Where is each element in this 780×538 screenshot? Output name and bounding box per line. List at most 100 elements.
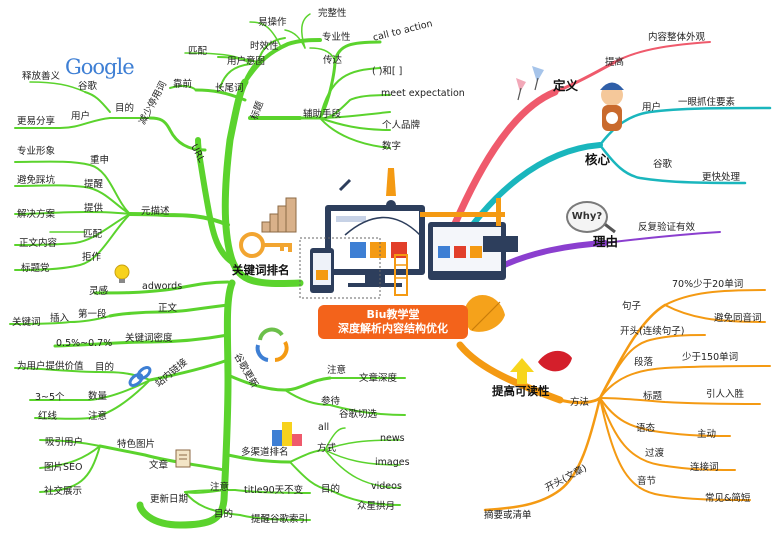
node-zhongshen: 重申 [90,155,110,166]
center-banner: Biu教学堂 深度解析内容结构优化 [318,305,468,339]
node-yonghu-url: 用户 [71,111,91,122]
node-juzi-b: 避免同音词 [714,313,762,324]
node-shendu: 文章深度 [359,373,398,384]
node-root-keyword-rank: 关键词排名 [232,263,290,277]
node-yonghuyitu: 用户意图 [227,56,266,67]
node-zhaiyao: 摘要或清单 [484,510,532,521]
node-wanzhengxing: 完整性 [318,8,347,19]
node-diyiduan: 第一段 [78,309,107,320]
node-yinjie: 音节 [637,476,657,487]
node-tese: 特色图片 [117,439,156,450]
node-guqie: 谷歌切选 [339,409,378,420]
node-kaitou: 开头(连续句子) [620,326,685,337]
node-zhuanye: 专业形象 [17,146,56,157]
node-liyou: 理由 [593,234,619,249]
node-shejiao: 社交展示 [44,486,83,497]
node-videos: videos [371,481,402,492]
node-changweici: 长尾词 [215,83,244,94]
node-guge-url: 谷歌 [78,81,98,92]
node-yutai: 语态 [636,423,656,434]
node-gengkuai: 更快处理 [702,172,741,183]
node-shifang: 释放善义 [22,71,61,82]
lightbulb-icon [114,264,130,283]
node-zhuanyexing: 专业性 [322,32,351,43]
node-yicaozuo: 易操作 [258,17,287,28]
node-tigao: 提高 [605,57,625,68]
node-duanluo-a: 少于150单词 [682,352,739,363]
node-zhengwen: 正文 [158,303,178,314]
node-dingyi: 定义 [553,78,579,93]
person-icon [600,82,624,131]
node-jiejue: 解决方案 [17,209,56,220]
node-shuzi: 数字 [382,141,402,152]
node-xiyin: 吸引用户 [45,437,84,448]
node-zhengwenneirong: 正文内容 [19,238,58,249]
node-yiyan-zhuazhu: 一眼抓住要素 [678,97,736,108]
node-title90: title90天不变 [244,485,304,496]
node-midu-value: 0.5%~0.7% [56,338,113,349]
node-chuanda: 传达 [323,55,343,66]
pushpin-icon [516,66,544,101]
node-juzuo: 拒作 [82,252,102,263]
node-guanjianci: 关键词 [12,317,41,328]
node-hexin-google: 谷歌 [653,159,673,170]
node-tigong: 提供 [84,203,104,214]
node-jiazhi: 为用户提供价值 [17,361,84,372]
node-all: all [318,422,330,433]
node-fuzhu: 辅助手段 [303,109,342,120]
node-mudi-d: 目的 [321,484,341,495]
node-linggan: 灵感 [89,286,109,297]
node-pipei-y: 匹配 [83,229,103,240]
node-images: images [375,457,410,468]
banner-title: Biu教学堂 [366,308,420,321]
why-bubble: Why? [566,201,608,233]
up-arrow-icon [510,358,534,384]
node-kaoqian: 靠前 [173,79,193,90]
node-biaoti-a: 引人入胜 [706,389,745,400]
banner-subtitle: 深度解析内容结构优化 [338,322,448,335]
node-keduxing: 提高可读性 [492,384,550,398]
node-yinjie-a: 常见&简短 [705,493,751,504]
node-gengxin: 更新日期 [150,494,189,505]
node-mudi-url: 目的 [115,103,135,114]
lips-icon [538,350,572,372]
node-pipei-t: 匹配 [188,46,208,57]
node-mudi-z: 目的 [95,362,115,373]
node-tupian-seo: 图片SEO [44,462,83,473]
node-candai: 参待 [321,396,341,407]
stairs-icon [261,197,297,233]
node-wenzhang: 文章 [149,460,169,471]
link-icon [128,366,152,387]
node-fangfa: 方法 [570,397,590,408]
node-zhongshu: 众星拱月 [357,501,396,512]
node-guodu: 过渡 [645,448,665,459]
google-logo: Google [65,55,135,79]
node-biaoti-r: 标题 [643,391,663,402]
leaf-icon [464,295,505,332]
node-tixing-suoyin: 提醒谷歌索引 [251,514,309,525]
node-meet: meet expectation [381,88,465,99]
node-shixiaoxing: 时效性 [250,41,279,52]
node-zhuyi-g: 注意 [210,482,230,493]
node-adwords: adwords [142,281,183,292]
node-count: 3~5个 [35,392,65,403]
node-tixing-y: 提醒 [84,179,104,190]
node-duanluo: 段落 [634,357,654,368]
node-hexin-user: 用户 [642,102,662,113]
node-geren: 个人品牌 [382,120,421,131]
node-mudi-g: 目的 [214,509,234,520]
document-icon [175,449,191,468]
node-fanfu-yanzheng: 反复验证有效 [638,222,696,233]
node-gengyi: 更易分享 [17,116,56,127]
node-juzi-a: 70%少于20单词 [672,279,744,290]
node-juzi: 句子 [622,301,642,312]
node-news: news [380,433,405,444]
center-illustration [299,168,518,299]
node-neirong-waiguan: 内容整体外观 [648,32,706,43]
node-hexin: 核心 [585,152,611,167]
podium-icon [272,422,302,446]
node-duoqudao: 多渠道排名 [241,447,289,458]
node-yutai-a: 主动 [697,429,717,440]
